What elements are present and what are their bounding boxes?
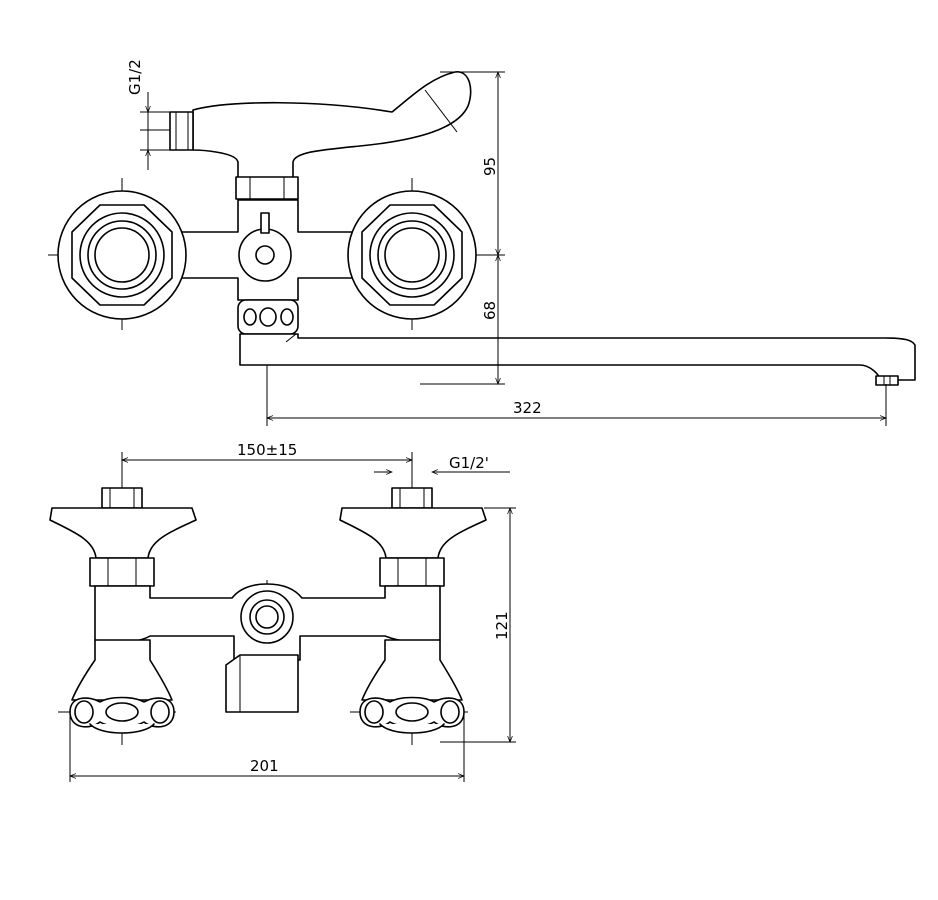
left-hex-nut (89, 557, 155, 587)
inlet-thread-stub (169, 111, 194, 151)
right-valve-stem (361, 639, 463, 701)
lever-handle-edge (424, 89, 458, 133)
front-view-dimensions (69, 457, 516, 782)
spout (239, 333, 916, 381)
left-valve-top (57, 190, 187, 320)
left-knob (69, 696, 175, 734)
right-hex-nut (379, 557, 445, 587)
spout-joint (285, 333, 297, 343)
lever-handle (192, 71, 472, 179)
front-thread-label: G1/2' (449, 454, 489, 472)
right-inlet-stub (391, 487, 433, 509)
left-valve-stem (71, 639, 173, 701)
front-view: 150±15 G1/2' 121 201 (49, 441, 516, 782)
front-dim-height: 121 (493, 611, 511, 640)
top-thread-label: G1/2 (126, 59, 144, 95)
top-view-dimensions (140, 71, 887, 426)
diverter-nut (235, 176, 299, 200)
top-dim-height-lower: 68 (481, 301, 499, 320)
front-dim-center-distance: 150±15 (237, 441, 297, 459)
top-dim-height-upper: 95 (481, 157, 499, 176)
spout-collar (237, 299, 299, 335)
right-knob (359, 696, 465, 734)
front-spout-block (225, 654, 299, 713)
front-diverter-inner (255, 605, 279, 629)
left-inlet-stub (101, 487, 143, 509)
front-dim-width: 201 (250, 757, 279, 775)
top-dim-spout-length: 322 (513, 399, 542, 417)
diverter-pin (260, 212, 270, 234)
spout-aerator (875, 375, 899, 386)
right-valve-top (347, 190, 477, 320)
top-view: G1/2 95 68 322 (48, 59, 916, 426)
left-wall-flange (49, 507, 197, 559)
right-wall-flange (339, 507, 487, 559)
diverter-hole (255, 245, 275, 265)
